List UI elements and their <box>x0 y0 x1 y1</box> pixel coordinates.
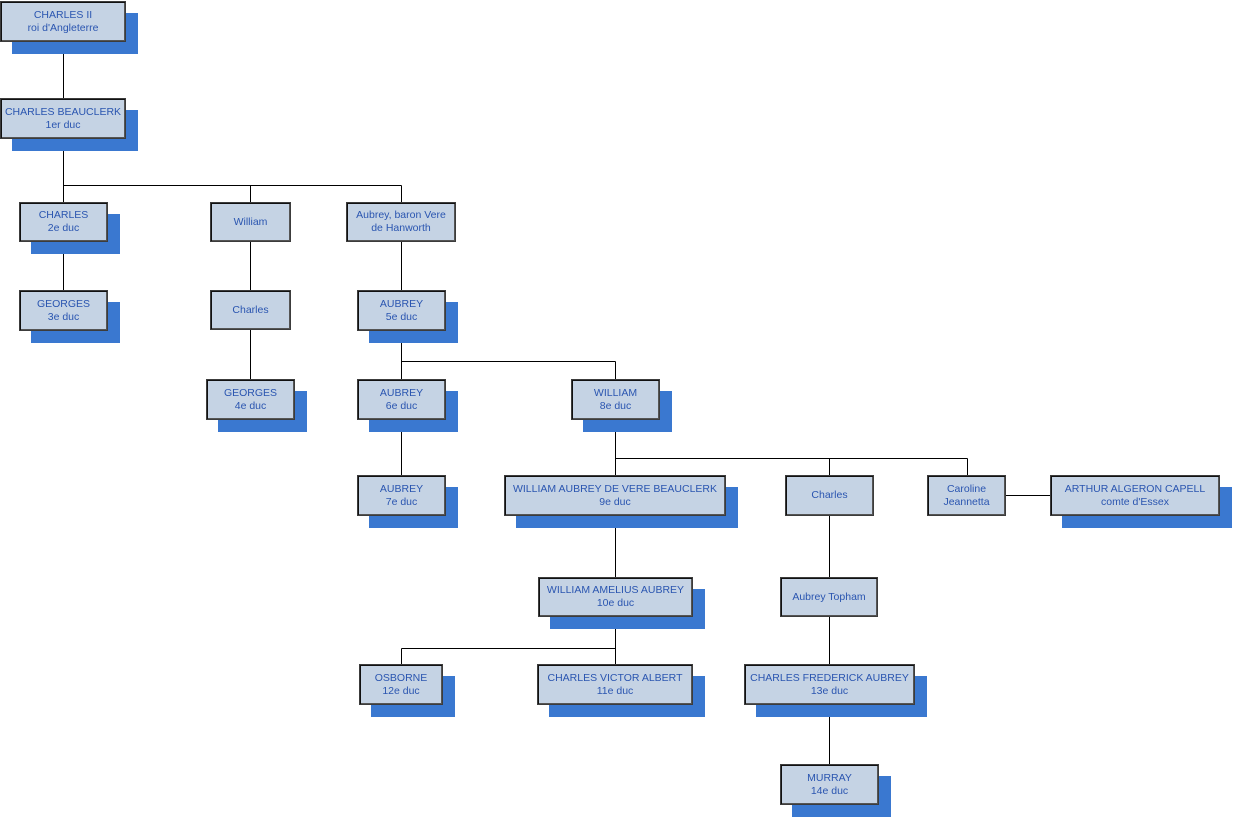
person-aubrey-6[interactable]: AUBREY 6e duc <box>357 379 458 432</box>
node-name: Aubrey, baron Vere <box>356 209 446 221</box>
person-aubrey-5[interactable]: AUBREY 5e duc <box>357 290 458 343</box>
person-charles-a[interactable]: Charles <box>210 290 291 330</box>
node-box: CHARLES VICTOR ALBERT 11e duc <box>537 664 693 705</box>
node-name: Charles <box>232 303 269 316</box>
person-aubrey-topham[interactable]: Aubrey Topham <box>780 577 878 617</box>
person-caroline[interactable]: Caroline Jeannetta <box>927 475 1006 516</box>
node-title: 11e duc <box>596 684 634 697</box>
person-murray-14[interactable]: MURRAY 14e duc <box>780 764 891 817</box>
person-aubrey-7[interactable]: AUBREY 7e duc <box>357 475 458 528</box>
node-name: William <box>233 215 268 228</box>
node-box: William <box>210 202 291 242</box>
person-charles-13[interactable]: CHARLES FREDERICK AUBREY 13e duc <box>744 664 927 717</box>
node-box: CHARLES 2e duc <box>19 202 108 242</box>
node-title: 7e duc <box>385 495 418 508</box>
person-georges-3[interactable]: GEORGES 3e duc <box>19 290 120 343</box>
node-name: CHARLES VICTOR ALBERT <box>547 671 683 684</box>
person-william-8[interactable]: WILLIAM 8e duc <box>571 379 672 432</box>
node-title: 6e duc <box>385 399 418 412</box>
node-name: AUBREY <box>379 386 424 399</box>
node-box: AUBREY 6e duc <box>357 379 446 420</box>
node-name: WILLIAM <box>593 386 638 399</box>
node-name: OSBORNE <box>374 671 428 684</box>
node-box: AUBREY 5e duc <box>357 290 446 331</box>
node-title: comte d'Essex <box>1101 495 1169 508</box>
person-arthur-capell[interactable]: ARTHUR ALGERON CAPELL comte d'Essex <box>1050 475 1232 528</box>
node-title: 9e duc <box>599 495 631 508</box>
node-box: CHARLES BEAUCLERK 1er duc <box>0 98 126 139</box>
node-title: 10e duc <box>596 597 635 609</box>
person-charles-ii[interactable]: CHARLES II roi d'Angleterre <box>0 1 138 54</box>
node-name: WILLIAM AUBREY DE VERE BEAUCLERK <box>512 482 718 495</box>
node-name: WILLIAM AMELIUS AUBREY <box>546 584 685 596</box>
person-charles-2[interactable]: CHARLES 2e duc <box>19 202 120 254</box>
node-name: CHARLES BEAUCLERK <box>4 105 122 118</box>
node-box: AUBREY 7e duc <box>357 475 446 516</box>
node-name: MURRAY <box>807 771 852 784</box>
node-title: 4e duc <box>234 399 267 412</box>
node-name: AUBREY <box>379 482 424 495</box>
person-georges-4[interactable]: GEORGES 4e duc <box>206 379 307 432</box>
node-title: roi d'Angleterre <box>27 21 99 34</box>
node-box: Aubrey, baron Vere de Hanworth <box>346 202 456 242</box>
person-aubrey-vere[interactable]: Aubrey, baron Vere de Hanworth <box>346 202 456 242</box>
node-name: Charles <box>811 489 848 501</box>
node-box: WILLIAM AUBREY DE VERE BEAUCLERK 9e duc <box>504 475 726 516</box>
node-box: GEORGES 4e duc <box>206 379 295 420</box>
node-title: 2e duc <box>47 222 80 234</box>
node-title: 8e duc <box>599 399 632 412</box>
node-box: GEORGES 3e duc <box>19 290 108 331</box>
node-name: Aubrey Topham <box>792 590 866 603</box>
node-box: WILLIAM 8e duc <box>571 379 660 420</box>
node-title: de Hanworth <box>371 222 431 234</box>
node-name: CHARLES II <box>33 8 93 21</box>
person-charles-b[interactable]: Charles <box>785 475 874 516</box>
node-box: ARTHUR ALGERON CAPELL comte d'Essex <box>1050 475 1220 516</box>
person-osborne-12[interactable]: OSBORNE 12e duc <box>359 664 455 717</box>
node-box: MURRAY 14e duc <box>780 764 879 805</box>
node-box: OSBORNE 12e duc <box>359 664 443 705</box>
node-title: 12e duc <box>382 684 420 697</box>
node-name: AUBREY <box>379 297 424 310</box>
node-box: Charles <box>210 290 291 330</box>
node-name: CHARLES <box>38 209 89 221</box>
node-title: 3e duc <box>47 310 80 323</box>
node-title: Jeannetta <box>943 495 990 508</box>
node-name: CHARLES FREDERICK AUBREY <box>750 671 909 684</box>
node-title: 5e duc <box>385 310 418 323</box>
node-name: GEORGES <box>223 386 278 399</box>
person-william-9[interactable]: WILLIAM AUBREY DE VERE BEAUCLERK 9e duc <box>504 475 738 528</box>
node-title: 1er duc <box>45 118 81 131</box>
node-box: WILLIAM AMELIUS AUBREY 10e duc <box>538 577 693 617</box>
person-charles-11[interactable]: CHARLES VICTOR ALBERT 11e duc <box>537 664 705 717</box>
node-box: CHARLES II roi d'Angleterre <box>0 1 126 42</box>
person-william-a[interactable]: William <box>210 202 291 242</box>
person-charles-beauclerk-1[interactable]: CHARLES BEAUCLERK 1er duc <box>0 98 138 151</box>
node-name: Caroline <box>946 482 987 495</box>
person-william-10[interactable]: WILLIAM AMELIUS AUBREY 10e duc <box>538 577 705 629</box>
node-name: ARTHUR ALGERON CAPELL <box>1064 482 1206 495</box>
node-title: 14e duc <box>810 784 849 797</box>
node-box: CHARLES FREDERICK AUBREY 13e duc <box>744 664 915 705</box>
node-box: Caroline Jeannetta <box>927 475 1006 516</box>
node-title: 13e duc <box>810 684 849 697</box>
node-name: GEORGES <box>36 297 91 310</box>
node-box: Charles <box>785 475 874 516</box>
node-box: Aubrey Topham <box>780 577 878 617</box>
